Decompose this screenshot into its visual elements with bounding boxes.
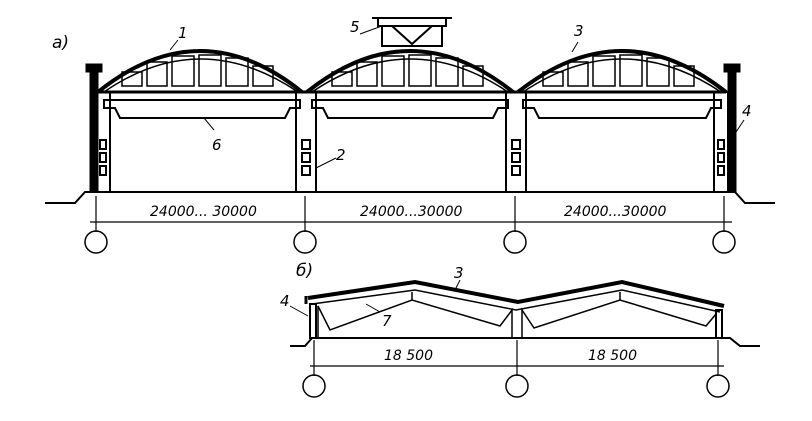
label-roof-arch: 1 <box>178 24 188 42</box>
top-section <box>45 17 775 254</box>
roof-arch-3 <box>516 49 728 94</box>
bottom-dimension-1: 18 500 <box>384 348 433 364</box>
bottom-roof <box>307 279 725 308</box>
top-axis-markers <box>84 230 736 254</box>
label-wall: 4 <box>742 102 752 120</box>
top-right-wall <box>723 63 741 193</box>
bottom-dimension-line <box>310 340 724 376</box>
label-bottom-roof: 3 <box>454 264 464 282</box>
label-frame: 7 <box>382 312 392 330</box>
label-roof-right: 3 <box>574 22 584 40</box>
top-dimension-2: 24000...30000 <box>360 204 463 220</box>
top-ground-line <box>45 191 775 204</box>
bottom-frames <box>317 292 717 338</box>
label-bottom-wall: 4 <box>280 292 290 310</box>
truss-panels-1 <box>121 54 274 87</box>
section-label-a: а) <box>52 33 69 53</box>
top-left-wall <box>85 63 103 193</box>
label-skylight: 5 <box>350 18 360 36</box>
truss-panels-3 <box>542 54 695 87</box>
top-dimension-3: 24000...30000 <box>564 204 667 220</box>
label-beam: 6 <box>212 136 222 154</box>
top-dimension-1: 24000... 30000 <box>150 204 257 220</box>
top-dimension-line <box>90 196 732 232</box>
skylight <box>372 17 452 47</box>
section-label-b: б) <box>296 261 313 281</box>
label-column: 2 <box>336 146 346 164</box>
bottom-dimension-2: 18 500 <box>588 348 637 364</box>
columns <box>95 91 729 193</box>
bottom-ground-line <box>290 337 760 347</box>
bottom-section <box>289 279 760 398</box>
truss-panels-2 <box>331 54 484 87</box>
crane-beams <box>103 99 722 119</box>
roof-arch-1 <box>96 49 304 94</box>
bottom-axis-markers <box>302 374 730 398</box>
